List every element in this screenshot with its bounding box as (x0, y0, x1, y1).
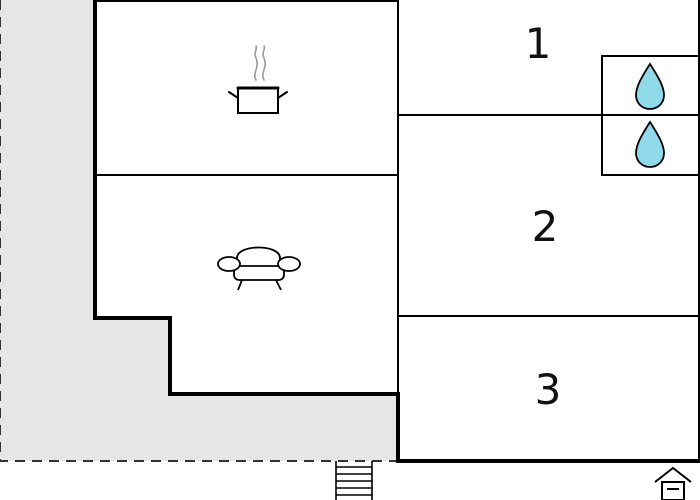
water-drop-icon (635, 120, 665, 168)
room-number-3: 3 (535, 365, 562, 414)
exterior-wall (93, 0, 700, 463)
water-drop-icon (635, 62, 665, 110)
terrace-area (0, 0, 398, 462)
interior-walls (95, 0, 700, 461)
room-number-1: 1 (525, 19, 552, 68)
entrance-house-icon (654, 466, 692, 500)
stairs-icon (335, 461, 373, 500)
room-number-2: 2 (532, 202, 559, 251)
cooking-pot-icon (228, 45, 288, 114)
armchair-icon (217, 246, 301, 291)
